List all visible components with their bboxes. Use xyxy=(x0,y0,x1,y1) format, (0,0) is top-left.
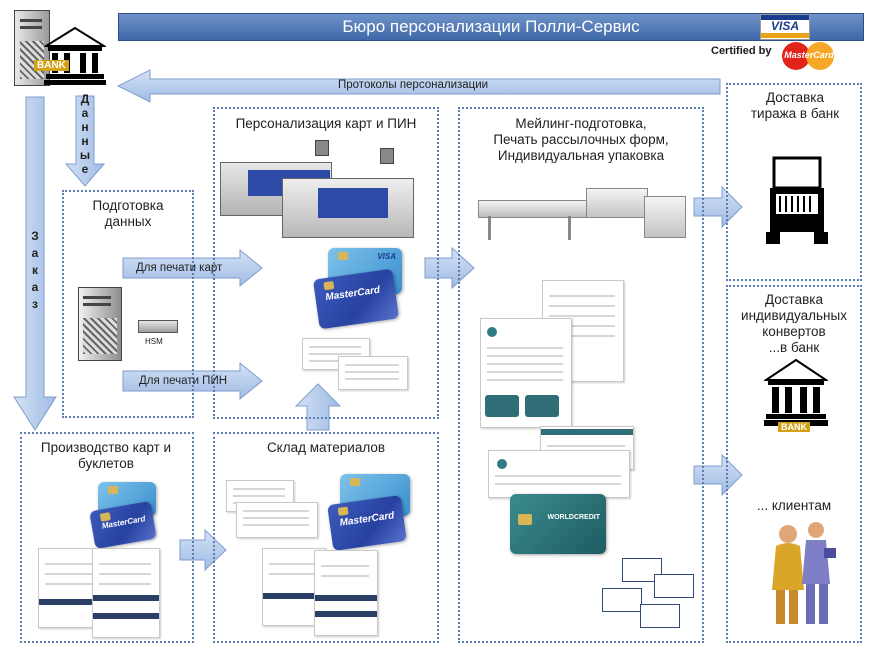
delivery-bank-title: Доставка тиража в банк xyxy=(750,90,840,121)
pin-mailer-1 xyxy=(302,338,370,370)
perso-box xyxy=(213,107,439,419)
mailing-title-line-3: Индивидуальная упаковка xyxy=(497,148,665,163)
order-label: Заказ xyxy=(31,229,39,311)
order-arrow xyxy=(13,96,57,431)
mailing-box xyxy=(458,107,704,643)
mailing-title-line-2: Печать рассылочных форм, xyxy=(493,132,669,147)
mailing-to-delivery-arrow xyxy=(693,185,743,229)
truck-icon xyxy=(766,156,828,246)
protocols-arrow xyxy=(116,69,721,103)
warehouse-box xyxy=(213,432,439,643)
bank-building-icon-2 xyxy=(762,358,830,428)
mailing-title-line-1: Мейлинг-подготовка, xyxy=(515,116,647,131)
hsm-label: HSM xyxy=(145,337,163,346)
delivery-env-box xyxy=(726,285,862,643)
protocols-label: Протоколы персонализации xyxy=(338,79,489,91)
worldcredit-card-text: WORLDCREDIT xyxy=(547,514,601,521)
personalization-machine xyxy=(220,140,414,240)
page-title: Бюро персонализации Полли-Сервис xyxy=(118,13,864,41)
letter-front xyxy=(480,318,572,428)
warehouse-booklet-2 xyxy=(314,550,378,636)
prep-box xyxy=(62,190,194,418)
data-arrow xyxy=(64,95,106,187)
mailing-to-clients-arrow xyxy=(693,453,743,497)
worldcredit-card: WORLDCREDIT xyxy=(510,494,606,554)
envelope-2 xyxy=(654,574,694,598)
visa-logo-text: VISA xyxy=(770,19,799,33)
bank-server-icon xyxy=(14,10,50,86)
production-title: Производство карт и буклетов xyxy=(40,440,172,471)
mailing-machine xyxy=(478,180,688,244)
production-box xyxy=(20,432,194,643)
to-cards-label: Для печати карт xyxy=(136,262,223,274)
booklet-2 xyxy=(92,548,160,638)
clients-title: ... клиентам xyxy=(756,498,832,513)
envelope-3 xyxy=(602,588,642,612)
pin-mailer-2 xyxy=(338,356,408,390)
certified-by-text: Certified by xyxy=(711,45,772,57)
delivery-env-line-4: ...в банк xyxy=(768,340,820,355)
bank-label: BANK xyxy=(34,60,69,71)
prep-title: Подготовка данных xyxy=(92,198,164,229)
perso-title: Персонализация карт и ПИН xyxy=(235,116,417,131)
card-carrier-2 xyxy=(488,450,630,498)
mastercard-logo-text: MasterCard xyxy=(784,50,834,60)
to-pin-label: Для печати ПИН xyxy=(139,375,228,387)
delivery-env-line-2: индивидуальных xyxy=(741,308,847,323)
warehouse-mailer-2 xyxy=(236,502,318,538)
clients-people-icon xyxy=(764,520,842,630)
delivery-bank-box xyxy=(726,83,862,281)
bank-label-2: BANK xyxy=(778,422,810,432)
visa-card-text: VISA xyxy=(377,252,396,261)
mastercard-logo: MasterCard xyxy=(780,42,838,70)
envelope-4 xyxy=(640,604,680,628)
delivery-env-line-1: Доставка xyxy=(765,292,823,307)
data-label: Данные xyxy=(79,92,91,176)
server-icon xyxy=(78,287,122,361)
warehouse-title: Склад материалов xyxy=(266,440,386,455)
delivery-env-line-3: конвертов xyxy=(762,324,826,339)
bank-building-icon xyxy=(42,26,108,86)
visa-logo: VISA xyxy=(760,14,810,40)
hsm-device-icon xyxy=(138,320,178,333)
